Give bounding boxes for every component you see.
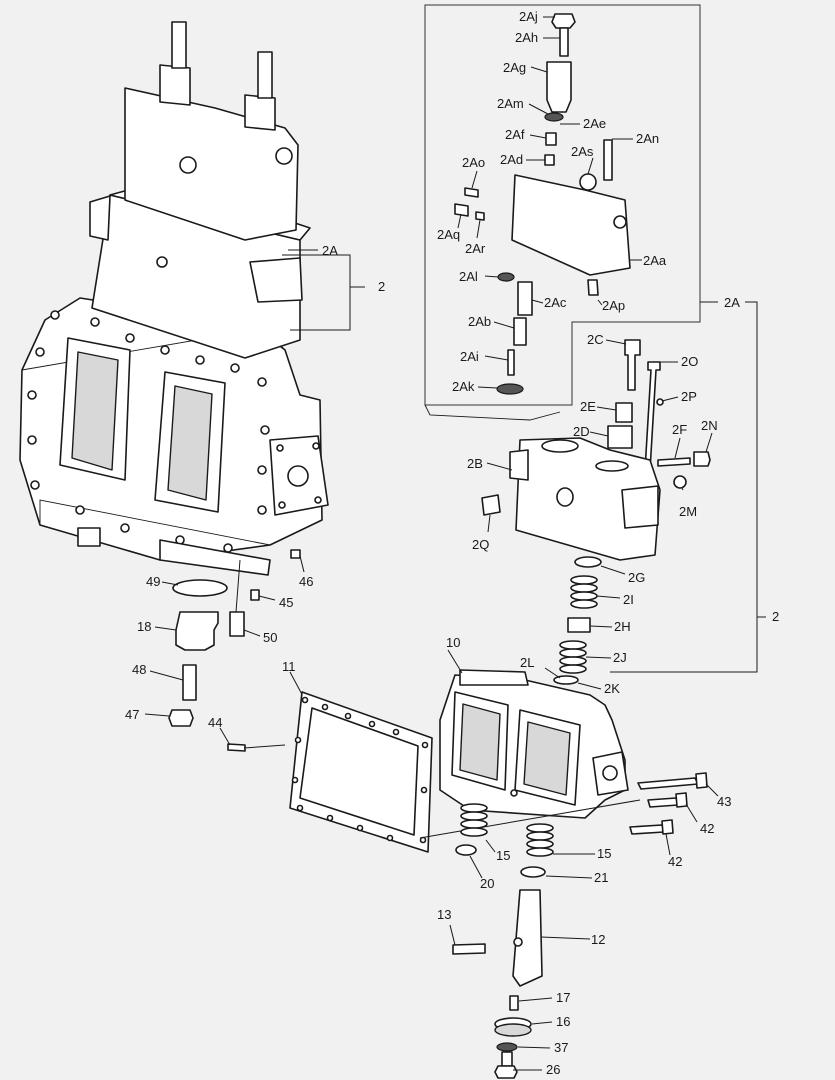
oring-49 bbox=[172, 579, 228, 597]
callout-2B: 2B bbox=[467, 456, 483, 471]
plug-18 bbox=[175, 611, 219, 651]
callout-2J: 2J bbox=[613, 650, 627, 665]
seal-16 bbox=[494, 1017, 532, 1037]
washer-20 bbox=[455, 844, 477, 856]
callout-2G: 2G bbox=[628, 570, 645, 585]
callout-2A-top: 2A bbox=[322, 243, 338, 258]
callout-2D: 2D bbox=[573, 424, 590, 439]
spring-2I bbox=[570, 575, 598, 609]
callout-2O: 2O bbox=[681, 354, 698, 369]
housing-bolt-holes bbox=[27, 310, 270, 553]
callout-42-upper: 42 bbox=[700, 821, 714, 836]
spring-2J bbox=[559, 640, 587, 674]
callout-50: 50 bbox=[263, 630, 277, 645]
piston-12 bbox=[512, 889, 543, 987]
plug-46 bbox=[290, 549, 301, 559]
washer-21 bbox=[520, 866, 546, 878]
callout-2Ar: 2Ar bbox=[465, 241, 486, 256]
callout-2Af: 2Af bbox=[505, 127, 525, 142]
callout-2Ad: 2Ad bbox=[500, 152, 523, 167]
callout-18: 18 bbox=[137, 619, 151, 634]
mid-leaders bbox=[486, 339, 713, 690]
callout-15-left: 15 bbox=[496, 848, 510, 863]
callout-2Ai: 2Ai bbox=[460, 349, 479, 364]
assembled-unit bbox=[19, 21, 329, 576]
spring-15-right bbox=[526, 823, 554, 857]
callout-2Ap: 2Ap bbox=[602, 298, 625, 313]
bolt-43 bbox=[637, 777, 699, 790]
callout-26: 26 bbox=[546, 1062, 560, 1077]
callout-2Q: 2Q bbox=[472, 537, 489, 552]
callout-2Ae: 2Ae bbox=[583, 116, 606, 131]
spring-48 bbox=[182, 664, 197, 701]
callout-2As: 2As bbox=[571, 144, 594, 159]
callout-2Al: 2Al bbox=[459, 269, 478, 284]
callout-11: 11 bbox=[282, 659, 296, 674]
pin-17 bbox=[509, 995, 519, 1011]
pin-44 bbox=[227, 743, 246, 752]
housing-10 bbox=[439, 669, 629, 819]
callout-2A-mid: 2A bbox=[724, 295, 740, 310]
callout-2Aj: 2Aj bbox=[519, 9, 538, 24]
callout-2N: 2N bbox=[701, 418, 718, 433]
callout-2Ak: 2Ak bbox=[452, 379, 475, 394]
detail-leaders bbox=[457, 16, 642, 389]
callout-2I: 2I bbox=[623, 592, 634, 607]
callout-2Ab: 2Ab bbox=[468, 314, 491, 329]
ring-37 bbox=[496, 1042, 518, 1052]
callout-2L: 2L bbox=[520, 655, 534, 670]
callout-2An: 2An bbox=[636, 131, 659, 146]
screw-50 bbox=[229, 611, 245, 637]
callout-2Ag: 2Ag bbox=[503, 60, 526, 75]
callout-37: 37 bbox=[554, 1040, 568, 1055]
callout-47: 47 bbox=[125, 707, 139, 722]
callout-13: 13 bbox=[437, 907, 451, 922]
pin-13 bbox=[452, 943, 486, 955]
callout-45: 45 bbox=[279, 595, 293, 610]
callout-20: 20 bbox=[480, 876, 494, 891]
bolt-42-lower bbox=[629, 824, 665, 835]
callout-12: 12 bbox=[591, 932, 605, 947]
screw-45 bbox=[250, 589, 260, 601]
callout-2P: 2P bbox=[681, 389, 697, 404]
callout-17: 17 bbox=[556, 990, 570, 1005]
callout-2C: 2C bbox=[587, 332, 604, 347]
callout-15-right: 15 bbox=[597, 846, 611, 861]
screw-26 bbox=[501, 1051, 513, 1067]
callout-2-top: 2 bbox=[378, 279, 385, 294]
callout-42-lower: 42 bbox=[668, 854, 682, 869]
callout-2Ah: 2Ah bbox=[515, 30, 538, 45]
nut-47 bbox=[168, 709, 194, 727]
callout-48: 48 bbox=[132, 662, 146, 677]
callout-2Aq: 2Aq bbox=[437, 227, 460, 242]
spring-15-left bbox=[460, 803, 488, 837]
callout-2M: 2M bbox=[679, 504, 697, 519]
callout-43: 43 bbox=[717, 794, 731, 809]
callout-2Ao: 2Ao bbox=[462, 155, 485, 170]
callout-2-mid: 2 bbox=[772, 609, 779, 624]
callout-2H: 2H bbox=[614, 619, 631, 634]
callout-46: 46 bbox=[299, 574, 313, 589]
callout-2Am: 2Am bbox=[497, 96, 524, 111]
callout-44: 44 bbox=[208, 715, 222, 730]
callout-2E: 2E bbox=[580, 399, 596, 414]
callout-10: 10 bbox=[446, 635, 460, 650]
gasket-11 bbox=[289, 691, 433, 853]
callout-2F: 2F bbox=[672, 422, 687, 437]
callout-2Ac: 2Ac bbox=[544, 295, 567, 310]
callout-2Aa: 2Aa bbox=[643, 253, 667, 268]
callout-2K: 2K bbox=[604, 681, 620, 696]
bolt-42-upper bbox=[647, 797, 679, 808]
callout-21: 21 bbox=[594, 870, 608, 885]
callout-49: 49 bbox=[146, 574, 160, 589]
callout-16: 16 bbox=[556, 1014, 570, 1029]
